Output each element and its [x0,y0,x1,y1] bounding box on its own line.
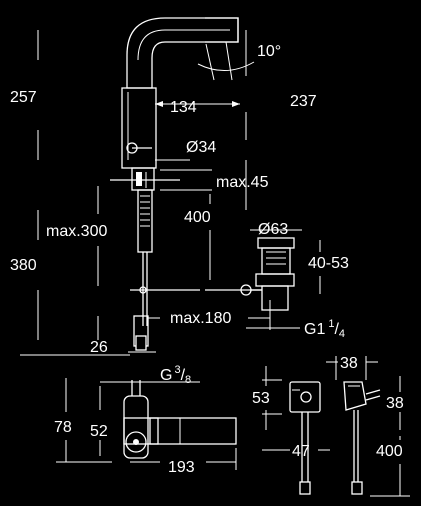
label-box-47: 47 [292,443,310,460]
label-range-40-53: 40-53 [308,255,349,272]
power-box [289,381,321,495]
label-spout-reach: 134 [170,99,197,116]
label-depth-78: 78 [54,419,72,436]
label-length-400: 400 [184,209,211,226]
dimension-lines [20,30,410,497]
valve-side-view [123,380,237,459]
label-angle: 10° [257,43,281,60]
label-length-193: 193 [168,459,195,476]
label-drain-diameter: Ø63 [258,221,288,238]
label-height-left: 257 [10,89,37,106]
label-cable-400: 400 [376,443,403,460]
label-offset-26: 26 [90,339,108,356]
label-max-180: max.180 [170,310,231,327]
label-total-height: 380 [10,257,37,274]
label-width-52: 52 [90,423,108,440]
label-max-thickness: max.45 [216,174,269,191]
power-plug [343,381,381,495]
label-box-53: 53 [252,390,270,407]
dimension-labels: 10° 257 134 237 Ø34 max.45 max.300 400 Ø… [10,43,404,476]
label-body-diameter: Ø34 [186,139,216,156]
faucet-outline [110,17,262,353]
label-height-right: 237 [290,93,317,110]
label-plug-38-side: 38 [386,395,404,412]
drain-assembly [240,237,295,311]
label-max-300: max.300 [46,223,107,240]
label-plug-38-top: 38 [340,355,358,372]
